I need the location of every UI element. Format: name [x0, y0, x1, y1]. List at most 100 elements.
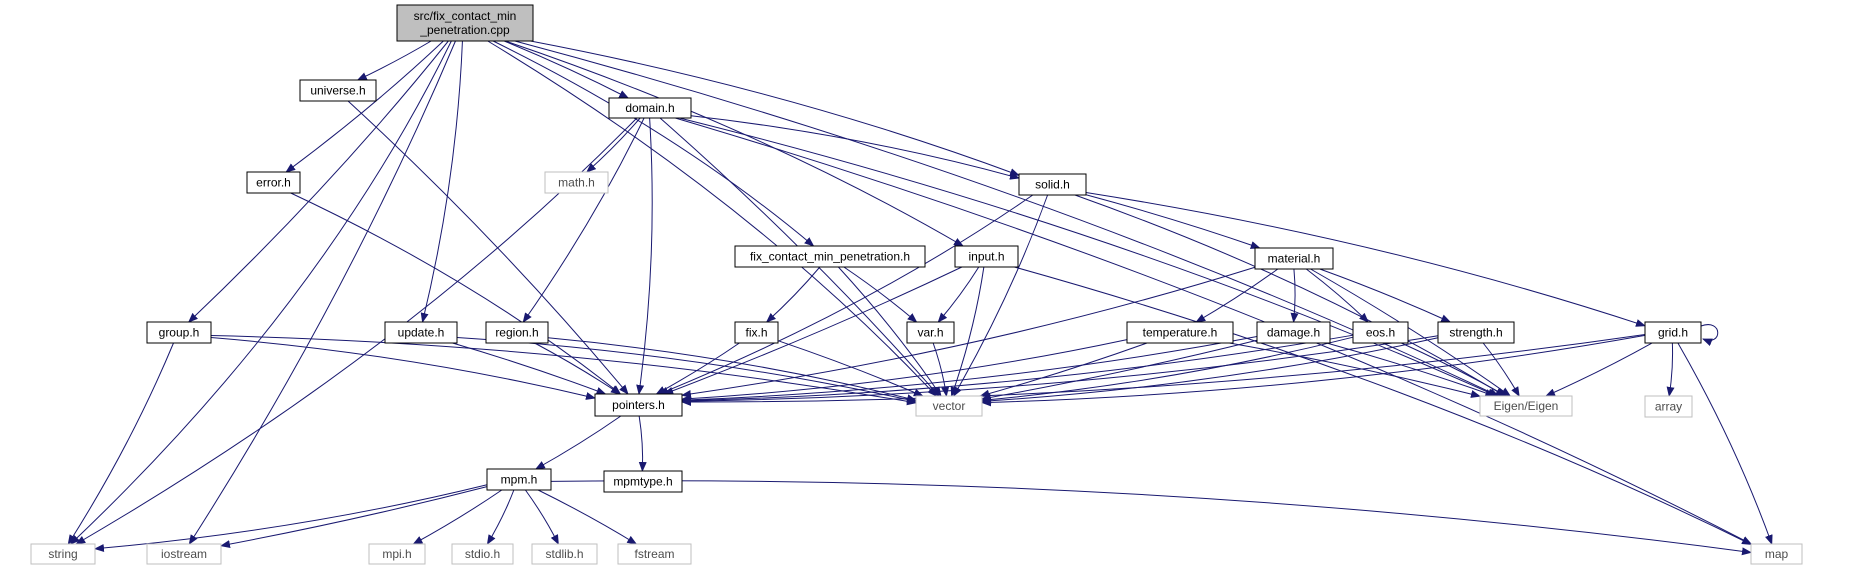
- node-label-mpi: mpi.h: [382, 547, 411, 561]
- node-pointers[interactable]: pointers.h: [594, 393, 683, 417]
- node-root[interactable]: src/fix_contact_min_penetration.cpp: [396, 4, 534, 42]
- edge-root-to-iostream: [188, 40, 456, 545]
- node-box-math: [544, 171, 609, 194]
- node-grid[interactable]: grid.h: [1644, 321, 1702, 344]
- edge-material-to-damage: [1290, 268, 1299, 323]
- edge-var-to-vector: [932, 342, 950, 397]
- edge-input-to-var: [937, 266, 980, 323]
- edge-material-to-strength: [1319, 268, 1452, 323]
- node-box-map: [1750, 543, 1803, 565]
- node-label-array: array: [1655, 400, 1682, 414]
- edge-fix-to-pointers: [655, 342, 740, 395]
- node-label-root-line2: _penetration.cpp: [419, 23, 510, 37]
- edge-root-to-update: [420, 40, 463, 323]
- edge-eos-to-vector: [981, 336, 1354, 404]
- edge-root-to-eigen: [514, 40, 1500, 397]
- node-box-group: [146, 321, 212, 344]
- node-label-grid: grid.h: [1658, 326, 1688, 340]
- node-eos[interactable]: eos.h: [1352, 321, 1409, 344]
- node-box-material: [1254, 247, 1334, 270]
- node-box-strength: [1437, 321, 1515, 344]
- node-label-map: map: [1765, 547, 1789, 561]
- edge-fix-to-vector: [777, 340, 924, 397]
- edge-grid-to-map: [1677, 342, 1773, 545]
- node-box-eigen: [1479, 395, 1573, 417]
- edge-mpm-to-string: [94, 484, 488, 552]
- node-eigen: Eigen/Eigen: [1479, 395, 1573, 417]
- node-box-mpm: [486, 468, 552, 491]
- node-label-input: input.h: [968, 250, 1004, 264]
- node-label-math: math.h: [558, 176, 595, 190]
- node-fixcontact[interactable]: fix_contact_min_penetration.h: [734, 245, 926, 268]
- node-solid[interactable]: solid.h: [1018, 173, 1087, 196]
- edge-root-to-fixcontact: [492, 40, 815, 247]
- node-fix[interactable]: fix.h: [734, 321, 779, 344]
- edge-eos-to-eigen: [1401, 342, 1508, 397]
- node-update[interactable]: update.h: [384, 321, 458, 344]
- edge-mpm-to-iostream: [220, 486, 488, 549]
- node-box-stdio: [451, 543, 514, 565]
- node-temperature[interactable]: temperature.h: [1126, 321, 1234, 344]
- edge-root-to-error: [285, 40, 444, 173]
- edge-solid-to-pointers: [658, 194, 1034, 395]
- node-box-region: [485, 321, 549, 344]
- edge-domain-to-map: [675, 117, 1753, 545]
- node-label-eos: eos.h: [1366, 326, 1395, 340]
- edge-material-to-pointers: [681, 266, 1256, 398]
- edge-fixcontact-to-vector: [837, 266, 942, 397]
- node-math: math.h: [544, 171, 609, 194]
- node-label-stdio: stdio.h: [465, 547, 500, 561]
- edge-group-to-string: [67, 342, 174, 545]
- node-label-root-line1: src/fix_contact_min: [414, 9, 517, 23]
- edge-root-to-solid: [530, 40, 1020, 176]
- edge-group-to-vector: [210, 335, 917, 406]
- edge-strength-to-pointers: [681, 335, 1439, 406]
- edge-temperature-to-vector: [979, 342, 1148, 398]
- node-universe[interactable]: universe.h: [299, 79, 377, 102]
- node-var[interactable]: var.h: [906, 321, 955, 344]
- node-label-eigen: Eigen/Eigen: [1494, 399, 1559, 413]
- edge-grid-to-grid: [1700, 324, 1719, 347]
- node-damage[interactable]: damage.h: [1256, 321, 1331, 344]
- node-label-update: update.h: [398, 326, 445, 340]
- node-mpmtype[interactable]: mpmtype.h: [603, 470, 683, 493]
- node-box-error: [246, 171, 301, 194]
- edge-input-to-map: [1014, 266, 1752, 545]
- node-material[interactable]: material.h: [1254, 247, 1334, 270]
- edge-domain-to-region: [522, 117, 645, 323]
- node-array: array: [1644, 395, 1693, 418]
- node-region[interactable]: region.h: [485, 321, 549, 344]
- node-box-solid: [1018, 173, 1087, 196]
- edge-mpm-to-mpi: [412, 489, 503, 545]
- node-input[interactable]: input.h: [954, 245, 1019, 268]
- node-domain[interactable]: domain.h: [608, 97, 692, 119]
- node-iostream: iostream: [146, 543, 222, 565]
- edge-grid-to-vector: [981, 334, 1646, 407]
- node-label-fstream: fstream: [634, 547, 674, 561]
- node-strength[interactable]: strength.h: [1437, 321, 1515, 344]
- node-error[interactable]: error.h: [246, 171, 301, 194]
- node-fstream: fstream: [617, 543, 692, 565]
- node-label-mpm: mpm.h: [501, 473, 538, 487]
- node-label-damage: damage.h: [1267, 326, 1320, 340]
- node-mpm[interactable]: mpm.h: [486, 468, 552, 491]
- edge-material-to-temperature: [1195, 268, 1279, 323]
- node-label-vector: vector: [933, 399, 966, 413]
- edge-root-to-vector: [487, 40, 938, 397]
- node-box-universe: [299, 79, 377, 102]
- edge-region-to-pointers: [534, 342, 621, 395]
- node-group[interactable]: group.h: [146, 321, 212, 344]
- node-label-fix: fix.h: [745, 326, 767, 340]
- node-stdlib: stdlib.h: [531, 543, 598, 565]
- node-mpi: mpi.h: [368, 543, 426, 565]
- node-label-iostream: iostream: [161, 547, 207, 561]
- node-box-temperature: [1126, 321, 1234, 344]
- node-box-mpmtype: [603, 470, 683, 493]
- edge-root-to-universe: [356, 40, 432, 81]
- edge-strength-to-vector: [981, 337, 1439, 405]
- edge-pointers-to-mpm: [534, 415, 622, 470]
- node-box-fixcontact: [734, 245, 926, 268]
- node-stdio: stdio.h: [451, 543, 514, 565]
